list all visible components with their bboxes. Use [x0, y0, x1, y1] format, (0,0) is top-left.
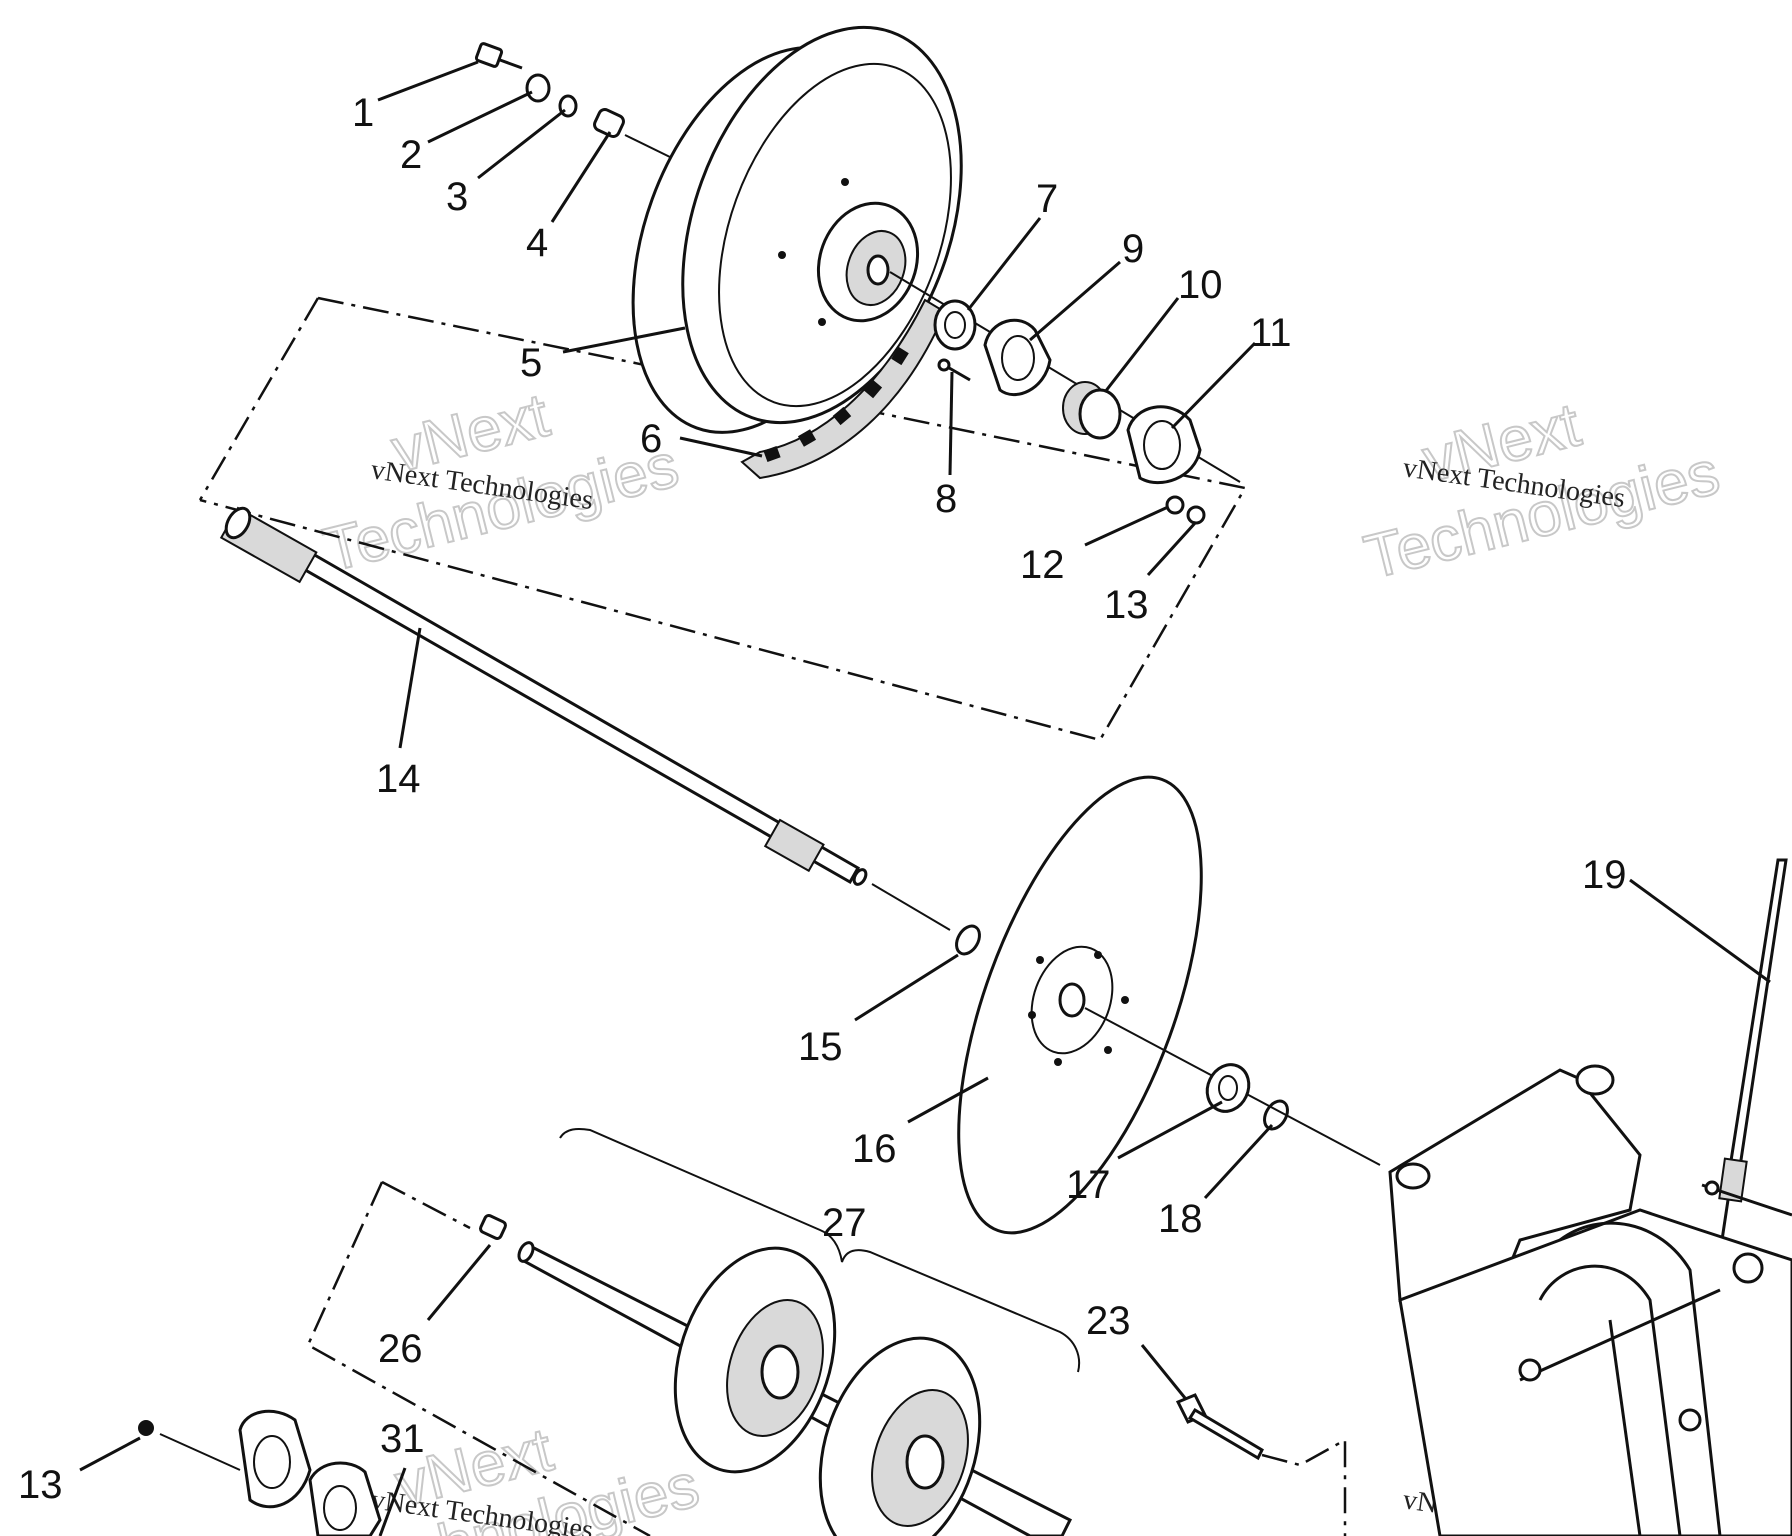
nut-13-lower — [138, 1420, 154, 1436]
leader-lines — [79, 60, 1771, 1536]
callout-16: 16 — [852, 1127, 897, 1171]
washer-12 — [1165, 495, 1185, 515]
callout-31: 31 — [380, 1417, 425, 1461]
rod-19 — [1718, 858, 1788, 1241]
callout-23: 23 — [1086, 1299, 1131, 1343]
shaft-14 — [219, 506, 868, 886]
callout-11: 11 — [1250, 311, 1292, 355]
callout-19: 19 — [1582, 853, 1627, 897]
bearing-flange-lower — [238, 1409, 312, 1509]
ring-15 — [955, 924, 981, 956]
assembly-bracket-lower — [306, 1180, 651, 1536]
callout-26: 26 — [378, 1327, 423, 1371]
callout-2: 2 — [400, 133, 422, 177]
flange-11 — [1126, 405, 1202, 485]
pin-8 — [937, 358, 971, 382]
callout-8: 8 — [935, 477, 957, 521]
callout-6: 6 — [640, 417, 662, 461]
nut-13 — [1186, 505, 1206, 525]
ring-18 — [1263, 1099, 1289, 1131]
bearing-17 — [1205, 1063, 1251, 1113]
bushing-10 — [1062, 381, 1122, 440]
bearing-7 — [933, 299, 977, 351]
callout-7: 7 — [1036, 177, 1058, 221]
assembly-bracket-right — [1261, 1437, 1347, 1536]
drive-shaft-sprockets — [517, 1241, 1073, 1536]
callout-18: 18 — [1158, 1197, 1203, 1241]
axis-line-3 — [871, 883, 951, 931]
brace-27 — [559, 1128, 1080, 1373]
callout-4: 4 — [526, 221, 548, 265]
washer-2 — [525, 73, 551, 103]
axis-line-1 — [624, 134, 673, 159]
belt-6-teeth — [763, 346, 909, 463]
bolt-23 — [1175, 1393, 1264, 1461]
flange-9 — [983, 318, 1052, 396]
spacer-4 — [593, 108, 625, 138]
chaincase-housing — [1388, 1064, 1792, 1536]
callout-1: 1 — [352, 91, 374, 135]
callout-3: 3 — [446, 175, 468, 219]
callout-9: 9 — [1122, 227, 1144, 271]
callout-labels: 1 2 3 4 5 6 7 8 9 10 11 12 13 14 15 16 1… — [18, 91, 1627, 1507]
callout-14: 14 — [376, 757, 421, 801]
callout-27: 27 — [822, 1201, 867, 1245]
axis-line-5 — [159, 1433, 241, 1471]
plug-26 — [479, 1214, 507, 1240]
sprocket-left — [673, 1246, 837, 1474]
callout-17: 17 — [1066, 1163, 1111, 1207]
disc-16 — [957, 775, 1203, 1235]
callout-10: 10 — [1178, 263, 1223, 307]
gasket-31 — [308, 1461, 382, 1536]
callout-13-lower: 13 — [18, 1463, 63, 1507]
callout-12: 12 — [1020, 543, 1065, 587]
sprocket-right — [818, 1336, 982, 1536]
pulley-wheel-5 — [631, 25, 963, 434]
callout-15: 15 — [798, 1025, 843, 1069]
bolt-1 — [474, 42, 523, 70]
watermark-top-left: vNext Technologies — [316, 380, 686, 587]
callout-13: 13 — [1104, 583, 1149, 627]
callout-5: 5 — [520, 341, 542, 385]
clip-19 — [1704, 1180, 1720, 1196]
